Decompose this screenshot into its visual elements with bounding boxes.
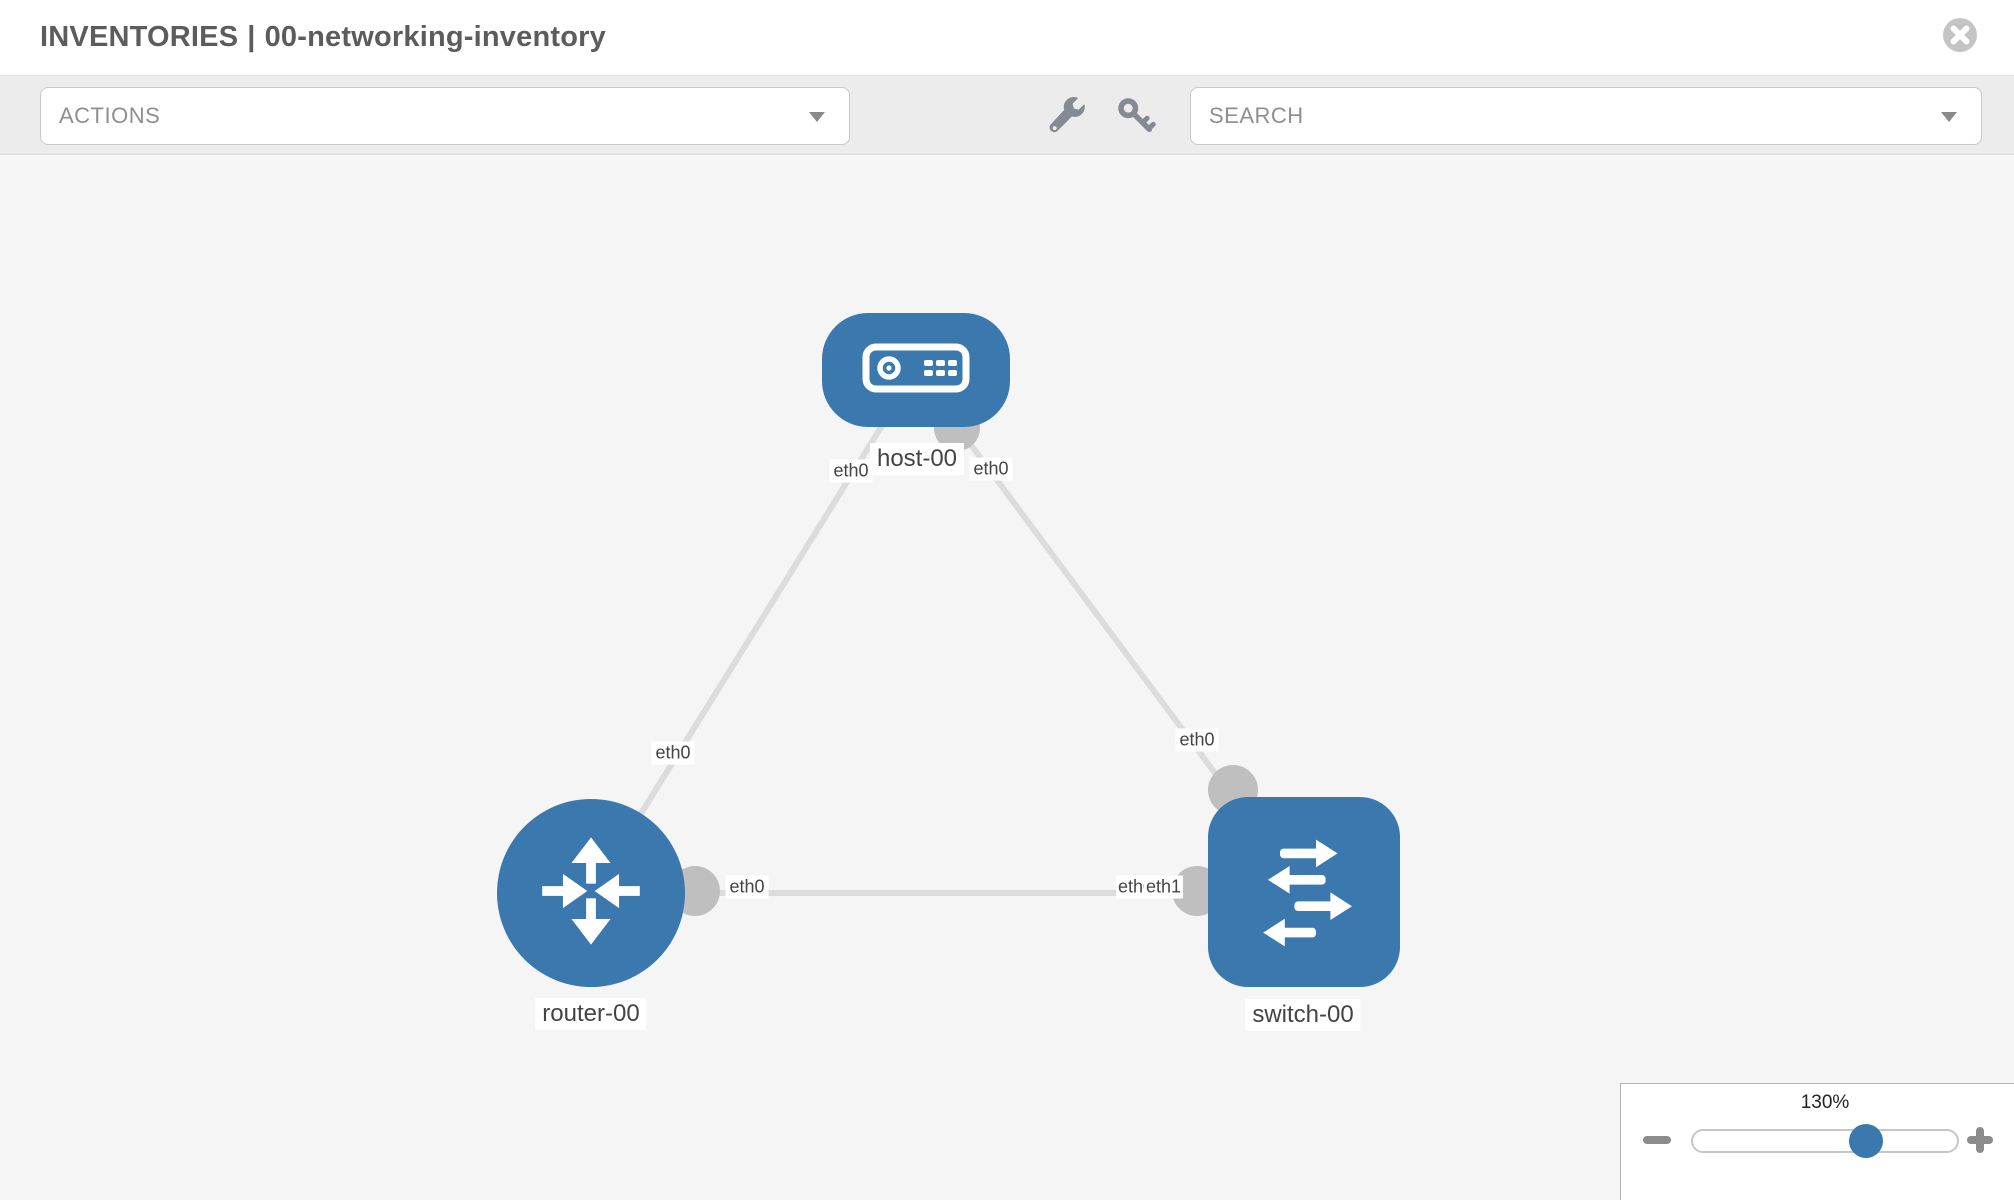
header: INVENTORIES | 00-networking-inventory	[0, 0, 2014, 75]
interface-label-switch-left-occluded: eth0	[1116, 875, 1146, 899]
title-separator: |	[247, 21, 256, 53]
link-host-router	[588, 369, 919, 896]
configure-button[interactable]	[1048, 96, 1088, 136]
topology-canvas[interactable]: host-00 router-00 switch-00 eth0 eth0 et…	[0, 156, 2014, 1200]
search-dropdown[interactable]: SEARCH	[1190, 87, 1982, 145]
node-label-host: host-00	[869, 443, 965, 475]
close-icon	[1942, 18, 1978, 56]
interface-label-host-right: eth0	[969, 457, 1013, 481]
switch-arrows-icon	[1244, 830, 1364, 955]
actions-dropdown-label: ACTIONS	[59, 103, 161, 128]
zoom-out-button[interactable]	[1643, 1136, 1671, 1144]
router-arrows-icon	[530, 830, 652, 957]
interface-label-router-right: eth0	[725, 875, 769, 899]
host-device-icon	[862, 342, 970, 399]
title-section: INVENTORIES	[40, 21, 239, 53]
zoom-control-panel: 130%	[1620, 1083, 2014, 1200]
zoom-level-value: 130%	[1800, 1092, 1850, 1113]
zoom-slider-thumb[interactable]	[1849, 1124, 1883, 1158]
links-layer	[588, 369, 1307, 916]
key-icon	[1116, 98, 1156, 139]
zoom-in-button[interactable]	[1967, 1127, 1993, 1153]
interface-label-switch-top: eth0	[1175, 728, 1219, 752]
node-label-router: router-00	[535, 998, 647, 1030]
node-label-switch: switch-00	[1245, 999, 1361, 1031]
interface-label-switch-left: eth1	[1144, 875, 1184, 899]
credentials-button[interactable]	[1116, 96, 1156, 136]
inventory-name: 00-networking-inventory	[264, 21, 606, 53]
node-host-00[interactable]	[822, 313, 1010, 427]
caret-down-icon	[809, 112, 825, 122]
node-switch-00[interactable]	[1208, 797, 1400, 987]
page-title: INVENTORIES | 00-networking-inventory	[40, 0, 615, 75]
node-router-00[interactable]	[497, 799, 685, 987]
zoom-slider-track[interactable]	[1691, 1124, 1959, 1158]
wrench-icon	[1048, 97, 1088, 139]
interface-label-router-top: eth0	[651, 741, 695, 765]
search-dropdown-label: SEARCH	[1209, 103, 1304, 128]
caret-down-icon	[1941, 112, 1957, 122]
actions-dropdown[interactable]: ACTIONS	[40, 87, 850, 145]
close-button[interactable]	[1942, 17, 1978, 53]
toolbar: ACTIONS SEARCH	[0, 75, 2014, 155]
interface-label-host-left: eth0	[829, 459, 873, 483]
